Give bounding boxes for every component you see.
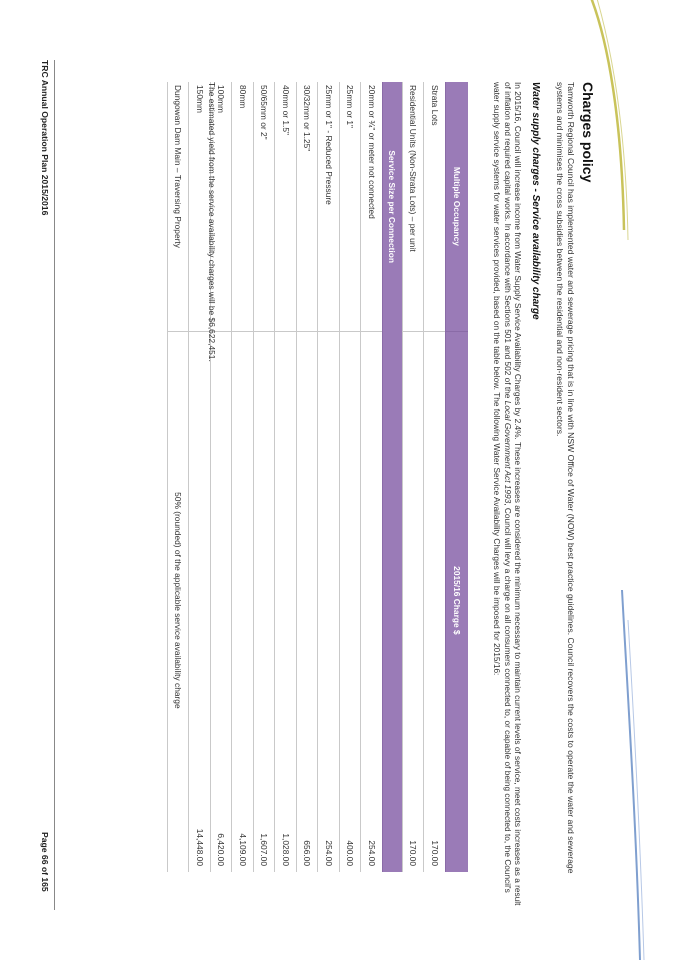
table-subheader-row: Service Size per Connection xyxy=(382,82,403,872)
yellow-swoosh-line xyxy=(590,0,626,231)
row-label: Dungowan Dam Main – Traversing Property xyxy=(167,82,189,332)
row-value: 254.00 xyxy=(361,798,383,872)
table-header-row: Multiple Occupancy 2015/16 Charge $ xyxy=(445,82,468,872)
blue-swoosh-thin-line xyxy=(627,619,645,961)
table-row: 20mm or ¾" or meter not connected 254.00 xyxy=(361,82,383,872)
intro-paragraph: Tamworth Regional Council has implemente… xyxy=(555,82,576,874)
header-multiple-occupancy: Multiple Occupancy xyxy=(445,82,468,332)
table-row: Strata Lots 170.00 xyxy=(424,82,446,872)
row-label: 20mm or ¾" or meter not connected xyxy=(361,82,383,332)
row-value: 400.00 xyxy=(339,798,361,872)
row-value: 1,607.00 xyxy=(253,798,275,872)
row-value: 6,420.00 xyxy=(210,798,232,872)
act-name: Local Government Act 1993 xyxy=(502,400,513,504)
table-row: 50/65mm or 2" 1,607.00 xyxy=(253,82,275,872)
table-row: 25mm or 1" 400.00 xyxy=(339,82,361,872)
row-label: Residential Units (Non-Strata Lots) – pe… xyxy=(402,82,424,332)
footer-page-number: Page 66 of 165 xyxy=(40,832,50,892)
table-row: 25mm or 1" - Reduced Pressure 254.00 xyxy=(318,82,340,872)
row-value: 254.00 xyxy=(318,798,340,872)
subheader-service-size: Service Size per Connection xyxy=(382,82,403,332)
body-paragraph: In 2015/16, Council will increase income… xyxy=(492,82,523,912)
row-value: 170.00 xyxy=(402,798,424,872)
row-label: Strata Lots xyxy=(424,82,446,332)
row-label: 40mm or 1.5" xyxy=(275,82,297,332)
footer-divider xyxy=(54,60,55,910)
row-value: 4,109.00 xyxy=(232,798,254,872)
row-value: 656.00 xyxy=(296,798,318,872)
row-value: 50% (rounded) of the applicable service … xyxy=(167,331,189,872)
table-row: 80mm 4,109.00 xyxy=(232,82,254,872)
page-title: Charges policy xyxy=(580,82,596,183)
yellow-swoosh-thin-line xyxy=(596,0,629,241)
table-row: 40mm or 1.5" 1,028.00 xyxy=(275,82,297,872)
row-label: 50/65mm or 2" xyxy=(253,82,275,332)
section-heading: Water supply charges - Service availabil… xyxy=(530,82,541,320)
blue-swoosh-line xyxy=(621,589,641,961)
table-row: Residential Units (Non-Strata Lots) – pe… xyxy=(402,82,424,872)
row-value: 170.00 xyxy=(424,798,446,872)
row-value: 1,028.00 xyxy=(275,798,297,872)
row-label: 30/32mm or 1.25" xyxy=(296,82,318,332)
table-row-dungowan: Dungowan Dam Main – Traversing Property … xyxy=(167,82,189,872)
footer-document-title: TRC Annual Operation Plan 2015/2016 xyxy=(40,60,50,216)
yield-note: The estimated yield from the service ava… xyxy=(207,82,217,362)
row-label: 80mm xyxy=(232,82,254,332)
row-value: 14,448.00 xyxy=(189,798,211,872)
row-label: 25mm or 1" - Reduced Pressure xyxy=(318,82,340,332)
table-row: 30/32mm or 1.25" 656.00 xyxy=(296,82,318,872)
header-charge: 2015/16 Charge $ xyxy=(445,331,468,872)
row-label: 25mm or 1" xyxy=(339,82,361,332)
